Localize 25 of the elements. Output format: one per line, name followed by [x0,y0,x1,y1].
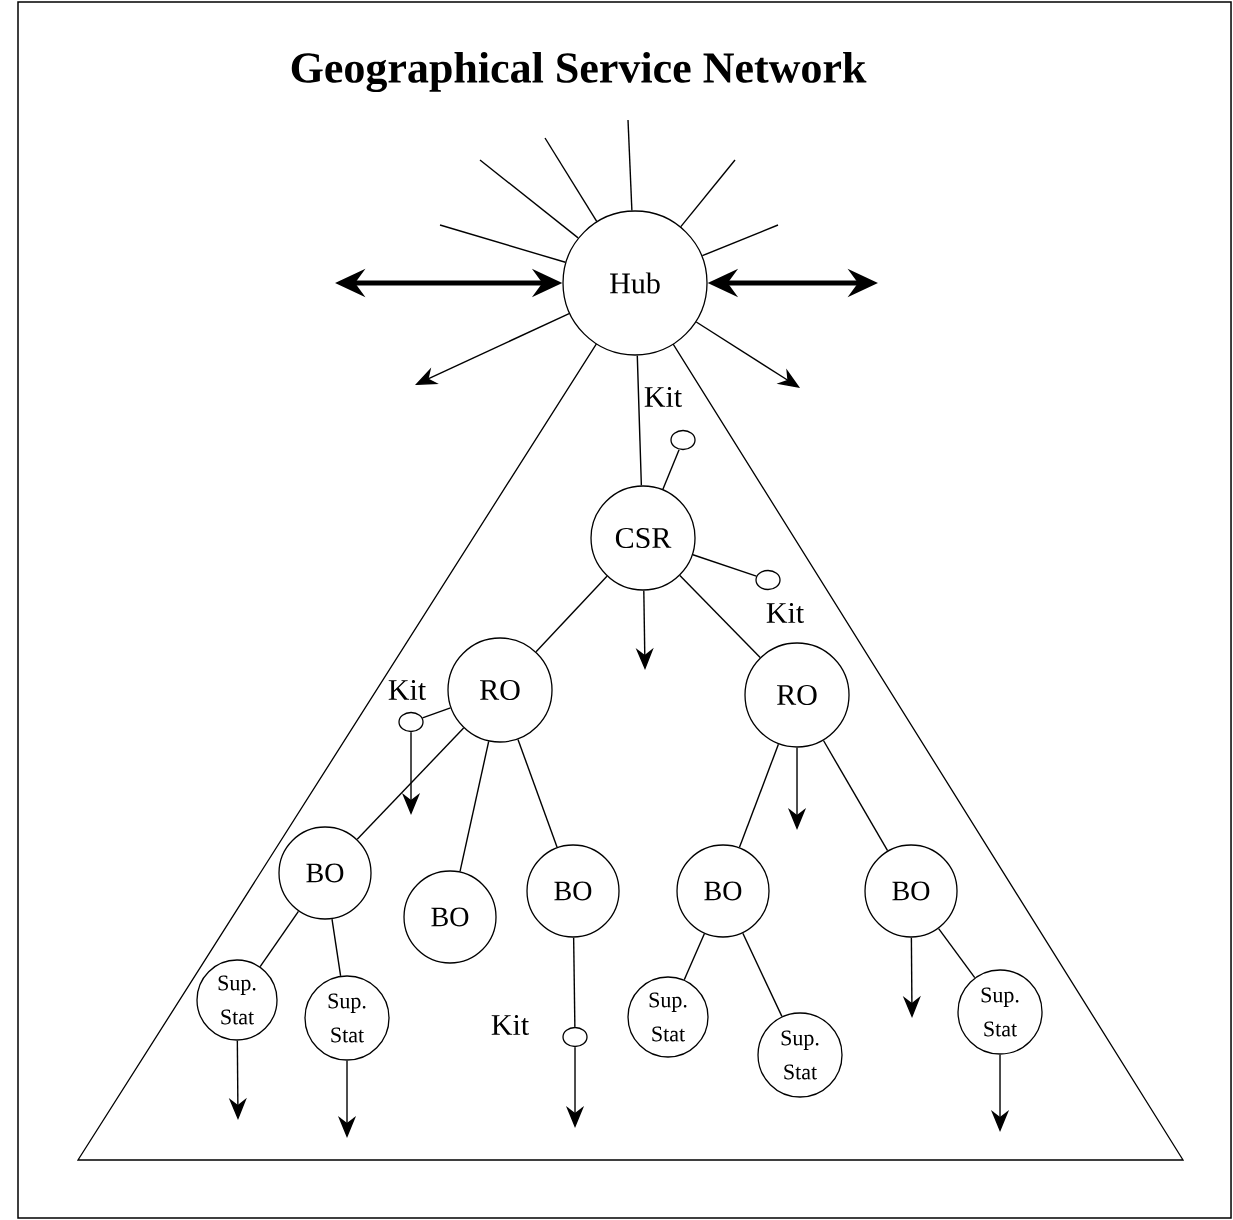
connector-line [479,159,579,239]
connector-line [356,727,465,840]
connector-line [627,119,633,212]
connector-line [679,574,761,659]
arrow [695,321,800,388]
connector-line [937,927,976,979]
connector-line [439,224,567,263]
title: Geographical Service Network [291,51,867,93]
connector-line [517,738,558,848]
connector-line [738,743,780,849]
connector-line [331,918,342,977]
connector-line [683,933,706,981]
connector-line [822,739,889,852]
connector-line [692,554,758,577]
connector-line [662,448,680,490]
connector-line [459,740,490,873]
connector-line [742,932,783,1018]
connector-line [421,707,452,719]
connector-line [535,575,608,653]
connector-line [544,137,598,222]
connector-line [636,354,643,487]
connector-line [701,224,779,257]
connector-line [259,910,300,968]
connector-line [680,159,736,228]
connector-line [572,936,576,1028]
